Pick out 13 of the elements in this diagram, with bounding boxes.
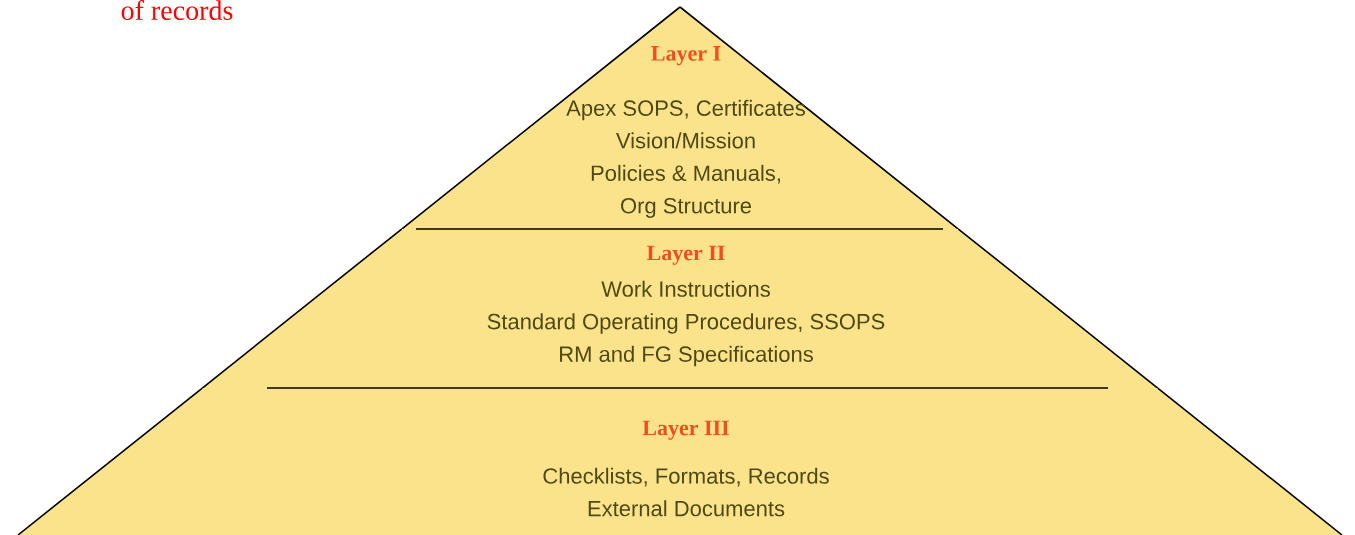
caption-text: of records [121,0,233,20]
node-label: RM and FG Specifications [560,345,813,367]
pyramid-layer: Layer I Apex SOPS, Certificates Vision/Mission Policies & Manuals, Org Structure [400,6,960,230]
node-label: Layer I [651,46,721,66]
node-label: Standard Operating Procedures, SSOPS [487,313,885,334]
pyramid-layer: Layer III Checklists, Formats, Records External Documents [17,387,1343,535]
node-label: Policies & Manuals, [591,164,780,184]
node-label: Work Instructions [601,280,770,297]
node-label: Apex SOPS, Certificates [566,99,806,121]
node-label: Layer II [646,245,725,265]
node-label: Org Structure [621,197,752,218]
pyramid-layer: Layer II Work Instructions Standard Operating Procedures, SSOPS RM and FG Specifications [201,228,1159,389]
node-label: Vision/Mission [616,132,755,149]
